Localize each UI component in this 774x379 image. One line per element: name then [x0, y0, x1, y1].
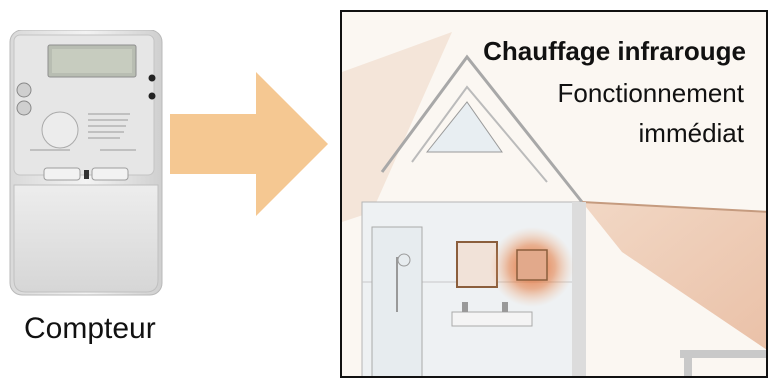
- right-arrow-icon: [170, 72, 330, 217]
- house-illustration-panel: Chauffage infrarouge Fonctionnement immé…: [340, 10, 768, 378]
- panel-title: Chauffage infrarouge: [483, 36, 746, 66]
- house-infrared-heating-illustration: [342, 12, 766, 376]
- electric-meter-icon: [0, 29, 175, 300]
- panel-subtitle-line1: Fonctionnement: [557, 78, 744, 108]
- meter-label: Compteur: [24, 312, 156, 345]
- panel-subtitle-line2: immédiat: [638, 118, 744, 148]
